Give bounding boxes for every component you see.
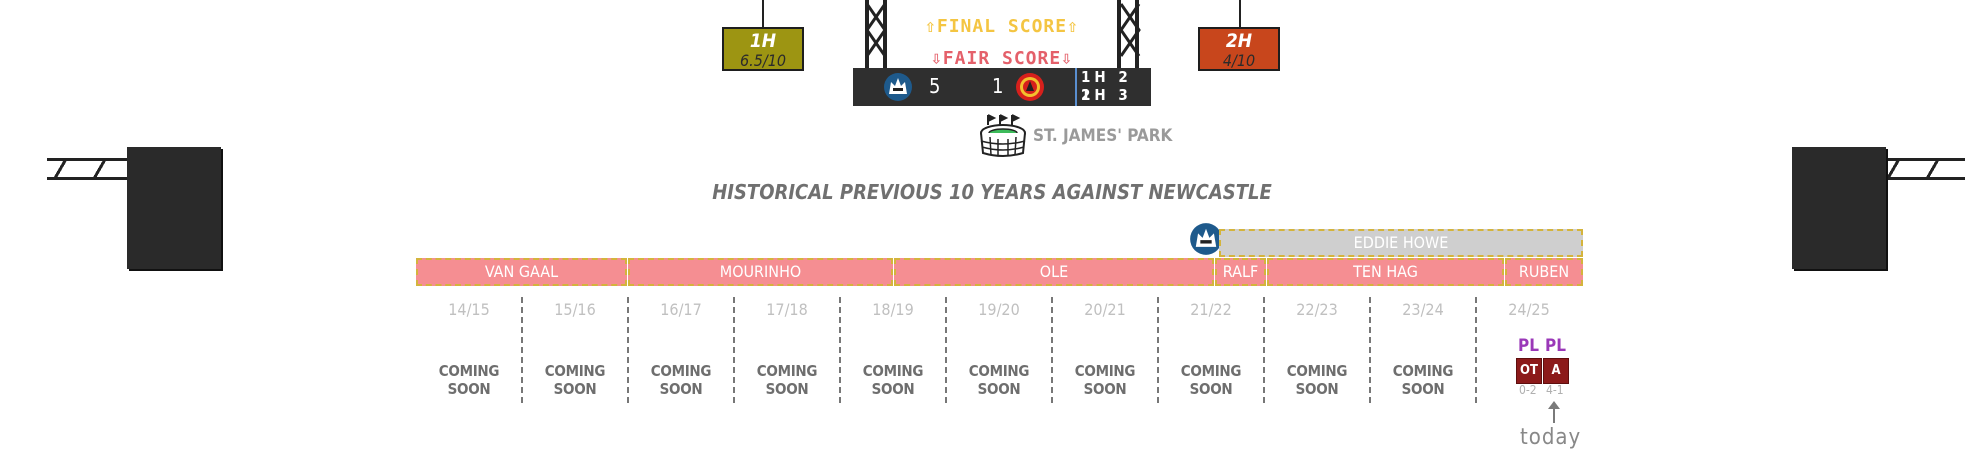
newcastle-crest-icon-small	[1190, 223, 1222, 255]
match-venue-box[interactable]: OT	[1516, 358, 1542, 384]
match-competition: PL	[1545, 336, 1566, 356]
season-divider	[1157, 297, 1159, 403]
manager-name: VAN GAAL	[484, 262, 559, 281]
season-label: 19/20	[978, 300, 1020, 319]
first-half-hanger	[762, 0, 764, 28]
season-label: 23/24	[1402, 300, 1444, 319]
coming-soon-label: COMING SOON	[1392, 362, 1454, 398]
season-label: 16/17	[660, 300, 702, 319]
second-half-badge: 2H 4/10	[1198, 27, 1280, 71]
manager-bar-ole: OLE	[894, 258, 1214, 286]
season-label: 17/18	[766, 300, 808, 319]
season-label: 21/22	[1190, 300, 1232, 319]
scoreboard-leg-right-inner	[1117, 0, 1121, 68]
season-divider	[839, 297, 841, 403]
scoreboard-truss-cross	[865, 3, 1141, 57]
left-stage-truss	[47, 158, 132, 180]
manager-name: TEN HAG	[1353, 262, 1418, 281]
season-divider	[1369, 297, 1371, 403]
opponent-manager-name: EDDIE HOWE	[1353, 233, 1449, 252]
season-label: 18/19	[872, 300, 914, 319]
scoreboard-leg-left-inner	[883, 0, 887, 68]
season-divider	[945, 297, 947, 403]
coming-soon-label: COMING SOON	[438, 362, 500, 398]
first-half-label: 1H	[749, 30, 777, 52]
second-half-hanger	[1239, 0, 1241, 28]
manager-name: MOURINHO	[719, 262, 802, 281]
first-half-badge: 1H 6.5/10	[722, 27, 804, 71]
season-divider	[1051, 297, 1053, 403]
manager-bar-ten-hag: TEN HAG	[1267, 258, 1504, 286]
half-scores: 1H 2 1 2H 3 0	[1075, 68, 1151, 122]
season-label: 22/23	[1296, 300, 1338, 319]
manager-name: RALF	[1222, 262, 1259, 281]
right-stage-truss	[1880, 158, 1965, 180]
manager-bar-ruben: RUBEN	[1505, 258, 1583, 286]
match-venue-box[interactable]: A	[1543, 358, 1569, 384]
coming-soon-label: COMING SOON	[1074, 362, 1136, 398]
first-half-score-row: 1H 2 1	[1081, 68, 1132, 104]
match-score: 4-1	[1546, 383, 1564, 397]
season-label: 15/16	[554, 300, 596, 319]
season-label: 20/21	[1084, 300, 1126, 319]
today-arrow-shaft	[1553, 403, 1555, 423]
season-divider	[627, 297, 629, 403]
season-divider	[1263, 297, 1265, 403]
coming-soon-label: COMING SOON	[1286, 362, 1348, 398]
history-title: HISTORICAL PREVIOUS 10 YEARS AGAINST NEW…	[712, 180, 1272, 204]
stadium-name: ST. JAMES' PARK	[1033, 126, 1173, 146]
manager-name: RUBEN	[1518, 262, 1570, 281]
season-divider	[733, 297, 735, 403]
season-divider	[521, 297, 523, 403]
stadium-icon	[980, 114, 1026, 157]
first-half-rating: 6.5/10	[739, 51, 787, 70]
coming-soon-label: COMING SOON	[862, 362, 924, 398]
season-divider	[1475, 297, 1477, 403]
match-competition: PL	[1518, 336, 1539, 356]
manager-name: OLE	[1039, 262, 1069, 281]
home-score: 5	[929, 74, 941, 98]
season-label: 24/25	[1508, 300, 1550, 319]
second-half-score-row: 2H 3 0	[1081, 86, 1132, 122]
away-score: 1	[992, 74, 1004, 98]
season-label: 14/15	[448, 300, 490, 319]
match-score: 0-2	[1519, 383, 1537, 397]
right-speaker	[1792, 147, 1886, 269]
final-score-label: ⇧FINAL SCORE⇧	[925, 16, 1079, 37]
fair-score-label: ⇩FAIR SCORE⇩	[930, 48, 1074, 69]
newcastle-crest-icon	[884, 73, 912, 101]
second-half-label: 2H	[1225, 30, 1253, 52]
today-label: today	[1520, 425, 1582, 450]
left-speaker	[127, 147, 221, 269]
coming-soon-label: COMING SOON	[544, 362, 606, 398]
coming-soon-label: COMING SOON	[1180, 362, 1242, 398]
scoreboard: 5 1 1H 2 1 2H 3 0	[853, 68, 1151, 122]
manager-bar-ralf: RALF	[1215, 258, 1266, 286]
manager-bar-van-gaal: VAN GAAL	[416, 258, 627, 286]
coming-soon-label: COMING SOON	[756, 362, 818, 398]
man-utd-crest-icon	[1016, 73, 1044, 101]
coming-soon-label: COMING SOON	[650, 362, 712, 398]
scoreboard-leg-left-outer	[865, 0, 869, 68]
opponent-manager-bar: EDDIE HOWE	[1219, 229, 1583, 257]
coming-soon-label: COMING SOON	[968, 362, 1030, 398]
manager-bar-mourinho: MOURINHO	[628, 258, 893, 286]
second-half-rating: 4/10	[1222, 51, 1256, 70]
